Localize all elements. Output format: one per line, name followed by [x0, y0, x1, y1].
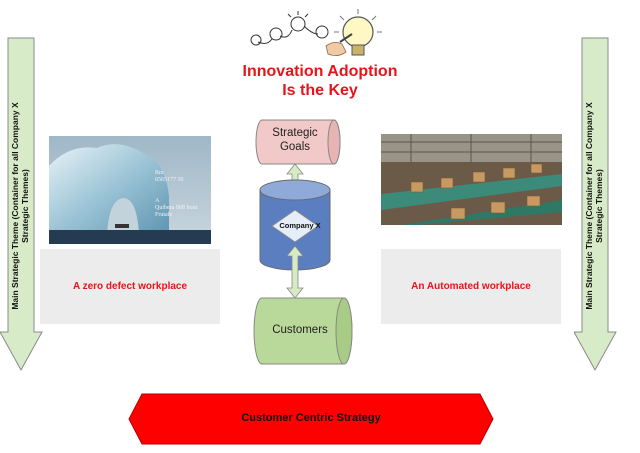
zero-defect-box: A zero defect workplace: [40, 249, 220, 324]
left-theme-label: Main Strategic Theme (Container for all …: [10, 102, 30, 310]
title-line-1: Innovation Adoption: [242, 63, 398, 80]
strategy-banner: [128, 393, 494, 445]
automated-box: An Automated workplace: [381, 249, 561, 324]
title-line-2: Is the Key: [282, 82, 358, 99]
central-flow-diagram: [253, 119, 353, 365]
left-theme-arrow: [0, 37, 43, 372]
hand-with-pen-icon: [325, 33, 353, 56]
automated-label: An Automated workplace: [411, 281, 531, 292]
zero-defect-label: A zero defect workplace: [72, 281, 188, 292]
factory-photo: [381, 134, 562, 225]
customers-shape: [253, 297, 353, 365]
iceberg-photo: Rm 6565177 36 A Quibera IMI hout Frutafe: [49, 136, 211, 244]
strategic-goals-shape: [255, 119, 341, 165]
page-title: Innovation Adoption Is the Key: [200, 62, 440, 100]
lightbulb-icon: [334, 9, 382, 56]
strategy-banner-label: Customer Centric Strategy: [241, 412, 381, 424]
connector-bottom-arrow: [286, 245, 304, 299]
lightbulb-illustration: [250, 9, 382, 56]
right-theme-label: Main Strategic Theme (Container for all …: [584, 102, 604, 310]
photo-overlay-text: Rm 6565177 36 A Quibera IMI hout Frutafe: [155, 170, 198, 218]
right-theme-arrow: [574, 37, 617, 372]
customers-label: Customers: [272, 324, 328, 336]
company-label: Company X: [279, 221, 321, 230]
company-shape: [259, 179, 331, 271]
strategic-goals-label: Strategic Goals: [272, 127, 318, 153]
